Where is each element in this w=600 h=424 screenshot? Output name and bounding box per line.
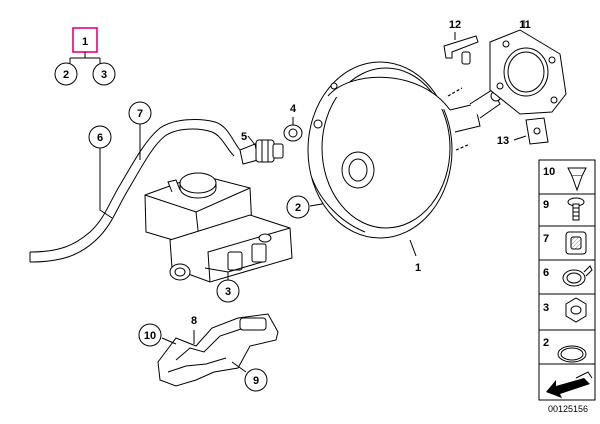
hose-clamp-icon: [562, 265, 593, 287]
callout-1-top: 1: [82, 36, 88, 48]
callout-3-top: 3: [101, 69, 107, 81]
callout-11: 11: [519, 19, 531, 31]
parts-panel: 10 9 7 6 3 2: [538, 159, 596, 401]
callout-8: 8: [191, 315, 197, 327]
panel-label-10: 10: [543, 166, 555, 178]
panel-label-3: 3: [543, 302, 549, 314]
gasket: [489, 29, 567, 115]
panel-label-6: 6: [543, 267, 549, 279]
callout-4: 4: [290, 103, 297, 115]
grommet-icon: [565, 231, 587, 255]
master-cylinder: [144, 172, 293, 283]
check-valve: [239, 139, 284, 165]
callout-12: 12: [449, 19, 461, 31]
heat-shield: [157, 313, 279, 387]
vacuum-hose: [29, 119, 241, 263]
push-rivet-icon: [567, 167, 587, 192]
callout-10: 10: [144, 330, 156, 342]
callout-2-mid: 2: [295, 202, 301, 214]
bolt-icon: [567, 197, 585, 221]
direction-arrow-icon: [546, 371, 593, 398]
callout-3-mid: 3: [225, 286, 231, 298]
grommet: [283, 124, 303, 142]
retaining-clip: [443, 35, 479, 65]
callout-13: 13: [497, 135, 509, 147]
catalog-code: 00125156: [548, 404, 588, 414]
panel-label-7: 7: [543, 233, 549, 245]
callout-7: 7: [137, 108, 143, 120]
brake-booster: [307, 61, 502, 239]
callout-6: 6: [97, 132, 103, 144]
panel-label-9: 9: [543, 199, 549, 211]
panel-label-2: 2: [543, 337, 549, 349]
callout-5: 5: [241, 131, 247, 143]
callout-2-top: 2: [63, 69, 69, 81]
o-ring-icon: [557, 345, 587, 363]
nut-icon: [565, 297, 587, 323]
assembly-legend: 1 2 3: [54, 27, 116, 86]
clip-nut: [525, 117, 549, 145]
callout-9: 9: [253, 375, 259, 387]
callout-1-main: 1: [415, 262, 421, 274]
